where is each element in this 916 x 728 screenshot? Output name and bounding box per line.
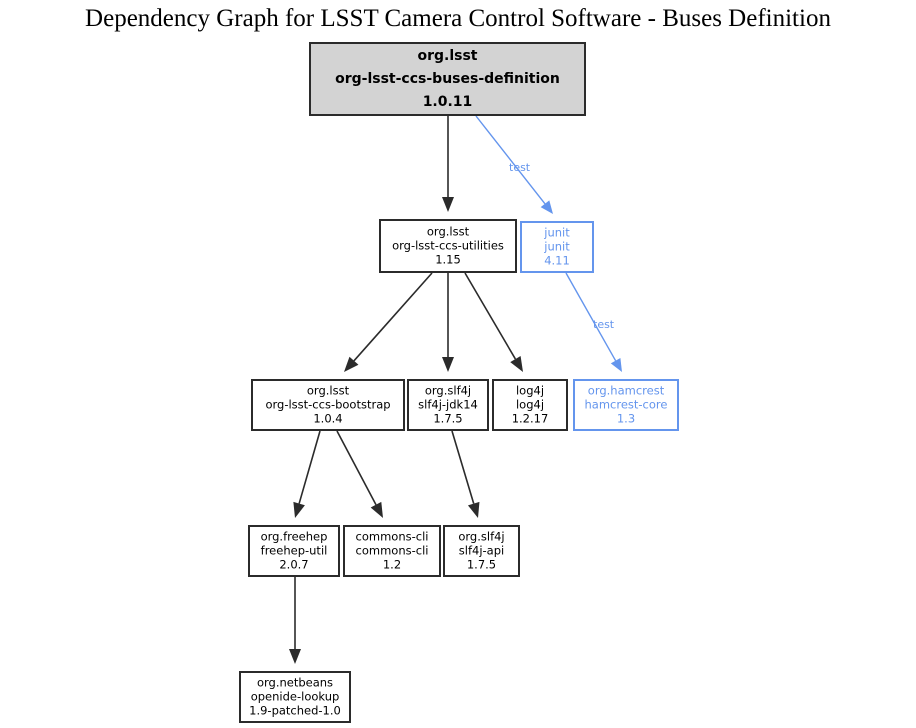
edge-bootstrap-to-freehep — [293, 430, 321, 518]
node-group: org.lsst — [427, 225, 470, 239]
node-version: 1.9-patched-1.0 — [249, 704, 341, 718]
node-box[interactable] — [407, 379, 489, 431]
node-box[interactable] — [251, 379, 405, 431]
node-artifact: slf4j-jdk14 — [418, 398, 478, 412]
node-group: org.netbeans — [257, 676, 333, 690]
edge-bootstrap-to-commons-cli — [336, 430, 383, 518]
arrow-head-icon — [510, 356, 523, 372]
node-group: org.slf4j — [458, 530, 504, 544]
node-artifact: openide-lookup — [251, 690, 340, 704]
arrow-head-icon — [370, 501, 383, 518]
node-box[interactable] — [492, 379, 568, 431]
edge-line — [336, 430, 377, 506]
edge-utilities-to-slf4j-jdk14 — [442, 273, 454, 372]
node-group: org.lsst — [417, 48, 477, 64]
node-artifact: org-lsst-ccs-utilities — [392, 239, 504, 253]
arrow-head-icon — [467, 501, 480, 518]
node-box[interactable] — [309, 42, 586, 116]
node-box[interactable] — [573, 379, 679, 431]
edge-line — [451, 430, 475, 504]
node-artifact: slf4j-api — [459, 544, 504, 558]
node-group: junit — [543, 226, 570, 240]
arrow-head-icon — [540, 200, 553, 214]
node-buses-definition[interactable]: org.lsst org-lsst-ccs-buses-definition 1.0… — [309, 42, 586, 116]
edge-line — [565, 272, 617, 362]
node-version: 1.7.5 — [433, 412, 462, 426]
node-group: org.slf4j — [425, 384, 471, 398]
node-box[interactable] — [343, 525, 441, 577]
node-artifact: hamcrest-core — [585, 398, 668, 412]
node-artifact: freehep-util — [261, 544, 328, 558]
node-artifact: commons-cli — [356, 544, 429, 558]
node-version: 1.0.11 — [423, 94, 473, 110]
node-box[interactable] — [520, 221, 594, 273]
node-group: org.freehep — [261, 530, 328, 544]
node-group: log4j — [516, 384, 544, 398]
nodes-layer: org.lsst org-lsst-ccs-buses-definition 1.0… — [239, 42, 679, 723]
arrow-head-icon — [344, 356, 359, 372]
arrow-head-icon — [293, 501, 305, 518]
node-artifact: org-lsst-ccs-buses-definition — [335, 71, 560, 87]
arrow-head-icon — [442, 357, 454, 372]
node-group: org.hamcrest — [588, 384, 665, 398]
node-box[interactable] — [248, 525, 340, 577]
edge-utilities-to-bootstrap — [344, 272, 433, 372]
edge-line — [475, 115, 546, 205]
node-box[interactable] — [379, 219, 517, 273]
arrow-head-icon — [289, 649, 301, 664]
edge-slf4j-jdk14-to-slf4j-api — [451, 430, 480, 518]
edge-label-scope: test — [509, 161, 531, 174]
node-group: commons-cli — [356, 530, 429, 544]
edges-layer: test test — [289, 115, 622, 664]
node-artifact: org-lsst-ccs-bootstrap — [265, 398, 390, 412]
edge-line — [353, 272, 433, 362]
edge-line — [298, 430, 321, 504]
node-artifact: junit — [543, 240, 570, 254]
edge-buses-to-junit: test — [475, 115, 553, 214]
node-group: org.lsst — [307, 384, 350, 398]
arrow-head-icon — [442, 197, 454, 212]
edge-junit-to-hamcrest: test — [565, 272, 622, 372]
edge-label-scope: test — [593, 318, 615, 331]
edge-utilities-to-log4j — [464, 272, 523, 372]
node-artifact: log4j — [516, 398, 544, 412]
node-version: 1.2 — [383, 558, 401, 572]
node-version: 1.2.17 — [512, 412, 549, 426]
edge-freehep-to-openide — [289, 577, 301, 664]
arrow-head-icon — [610, 357, 622, 372]
node-version: 1.7.5 — [467, 558, 496, 572]
node-version: 1.3 — [617, 412, 635, 426]
node-version: 4.11 — [544, 254, 570, 268]
node-openide-lookup[interactable]: org.netbeansopenide-lookup1.9-patched-1.… — [239, 671, 351, 723]
edge-line — [464, 272, 517, 360]
node-version: 1.0.4 — [313, 412, 342, 426]
page-title: Dependency Graph for LSST Camera Control… — [85, 5, 831, 32]
node-version: 1.15 — [435, 253, 461, 267]
edge-buses-to-utilities — [442, 116, 454, 212]
node-box[interactable] — [443, 525, 520, 577]
node-version: 2.0.7 — [279, 558, 308, 572]
node-box[interactable] — [239, 671, 351, 723]
